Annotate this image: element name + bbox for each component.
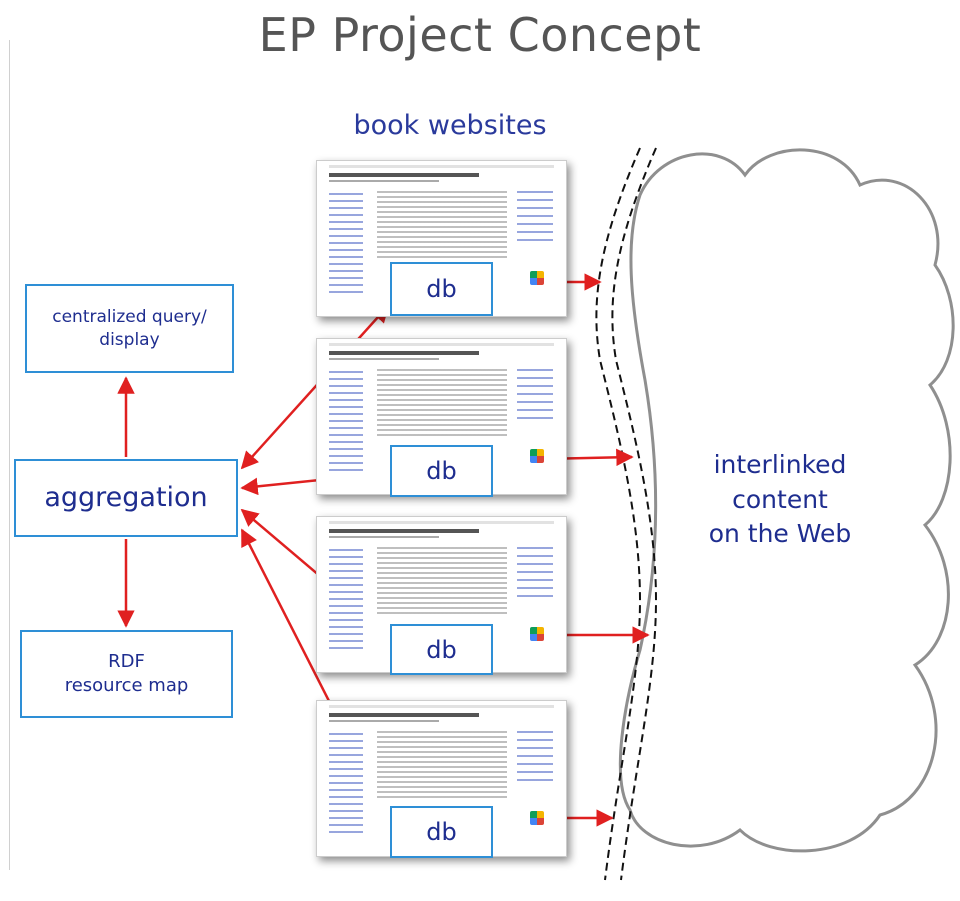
cloud-label-line-2: content <box>732 484 828 514</box>
db-box-1: db <box>390 262 493 316</box>
aggregation-label: aggregation <box>44 481 208 513</box>
aggregation-box: aggregation <box>14 459 238 537</box>
cloud-label-line-1: interlinked <box>713 450 847 479</box>
arrow-agg-db1 <box>240 304 390 470</box>
cloud-shape <box>618 148 955 853</box>
site-logo-icon <box>530 811 544 825</box>
book-website-2 <box>316 338 567 495</box>
divider-line-right <box>611 147 658 881</box>
diagram-title: EP Project Concept <box>258 8 702 62</box>
db-box-2: db <box>390 445 493 497</box>
cloud-label-line-3: on the Web <box>708 519 852 548</box>
cloud-label: interlinked content on the Web <box>680 448 880 552</box>
divider-line-left <box>595 147 642 881</box>
centralized-query-box: centralized query/ display <box>25 284 234 373</box>
db-box-3: db <box>390 624 493 675</box>
site-logo-icon <box>530 627 544 641</box>
site-logo-icon <box>530 449 544 463</box>
rdf-resource-map-box: RDF resource map <box>20 630 233 718</box>
left-rule <box>9 40 10 870</box>
centralized-query-label: centralized query/ display <box>52 306 207 350</box>
book-websites-label: book websites <box>353 110 547 141</box>
rdf-resource-map-label: RDF resource map <box>64 650 189 696</box>
site-logo-icon <box>530 271 544 285</box>
book-website-1 <box>316 160 567 317</box>
db-box-4: db <box>390 806 493 858</box>
